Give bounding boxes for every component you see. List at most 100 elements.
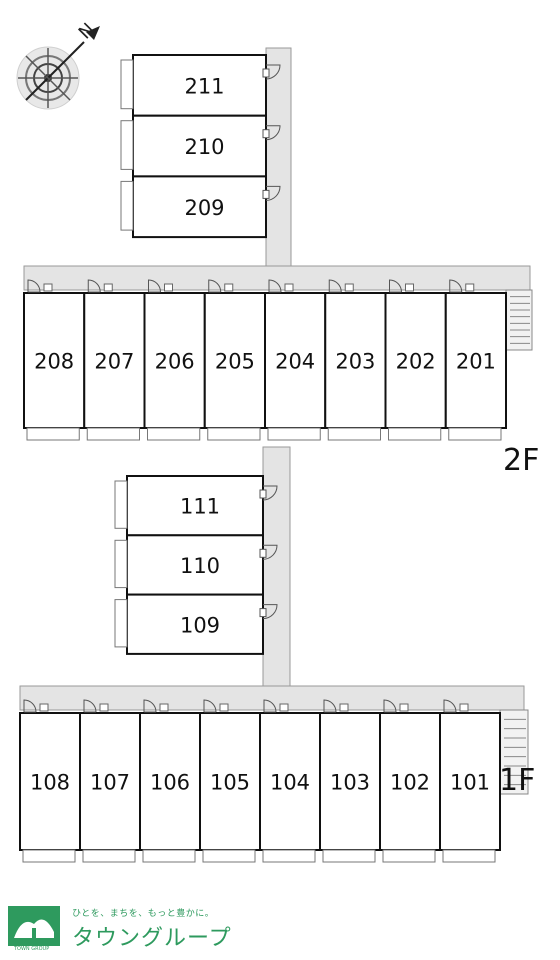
meter-box bbox=[39, 703, 49, 712]
room-number: 106 bbox=[150, 771, 190, 795]
meter-box bbox=[284, 283, 294, 292]
logo-tagline: ひとを、まちを、もっと豊かに。 bbox=[72, 909, 215, 919]
balcony bbox=[82, 849, 136, 863]
floor-label: 1F bbox=[499, 763, 535, 798]
meter-box bbox=[99, 703, 109, 712]
room-number: 201 bbox=[456, 350, 496, 374]
door-icon bbox=[23, 699, 37, 713]
meter-box bbox=[224, 283, 234, 292]
balcony bbox=[448, 427, 502, 441]
balcony bbox=[262, 849, 316, 863]
door-icon bbox=[262, 64, 281, 80]
room-203: 203 bbox=[324, 279, 387, 441]
logo-name: タウングループ bbox=[72, 926, 232, 951]
balcony bbox=[202, 849, 256, 863]
room-box bbox=[439, 712, 501, 851]
door-icon bbox=[262, 185, 281, 201]
room-box bbox=[379, 712, 441, 851]
room-202: 202 bbox=[384, 279, 447, 441]
room-number: 211 bbox=[184, 74, 224, 98]
room-207: 207 bbox=[83, 279, 146, 441]
balcony bbox=[114, 480, 128, 529]
room-number: 203 bbox=[335, 350, 375, 374]
door-icon bbox=[262, 125, 281, 141]
balcony bbox=[114, 539, 128, 589]
room-110: 110 bbox=[114, 534, 278, 596]
balcony bbox=[142, 849, 196, 863]
room-number: 101 bbox=[450, 771, 490, 795]
room-number: 209 bbox=[184, 196, 224, 220]
room-206: 206 bbox=[143, 279, 206, 441]
balcony bbox=[147, 427, 201, 441]
door-icon bbox=[259, 604, 278, 620]
room-number: 108 bbox=[30, 771, 70, 795]
door-icon bbox=[203, 699, 217, 713]
door-icon bbox=[449, 279, 463, 293]
room-number: 104 bbox=[270, 771, 310, 795]
corridor bbox=[265, 47, 292, 271]
balcony bbox=[114, 599, 128, 648]
room-103: 103 bbox=[319, 699, 381, 863]
meter-box bbox=[219, 703, 229, 712]
logo-mark-icon bbox=[8, 906, 60, 946]
room-101: 101 bbox=[439, 699, 501, 863]
corridor bbox=[23, 265, 531, 291]
corridor bbox=[262, 446, 291, 691]
compass-label: N bbox=[75, 19, 99, 43]
room-box bbox=[83, 292, 146, 429]
meter-box bbox=[103, 283, 113, 292]
door-icon bbox=[443, 699, 457, 713]
room-number: 110 bbox=[180, 554, 220, 578]
meter-box bbox=[164, 283, 173, 292]
balcony bbox=[207, 427, 261, 441]
room-box bbox=[143, 292, 206, 429]
room-201: 201 bbox=[444, 279, 507, 441]
room-number: 206 bbox=[155, 350, 195, 374]
meter-box bbox=[344, 283, 354, 292]
room-box bbox=[199, 712, 261, 851]
room-number: 111 bbox=[180, 495, 220, 519]
door-icon bbox=[83, 699, 97, 713]
door-icon bbox=[389, 279, 402, 293]
door-icon bbox=[87, 279, 101, 293]
door-icon bbox=[143, 699, 157, 713]
door-icon bbox=[268, 279, 282, 293]
room-number: 210 bbox=[184, 135, 224, 159]
door-icon bbox=[323, 699, 337, 713]
room-box bbox=[384, 292, 447, 429]
door-icon bbox=[328, 279, 342, 293]
room-210: 210 bbox=[120, 114, 281, 178]
room-209: 209 bbox=[120, 175, 281, 239]
meter-box bbox=[399, 703, 409, 712]
balcony bbox=[322, 849, 376, 863]
room-number: 205 bbox=[215, 350, 255, 374]
meter-box bbox=[159, 703, 169, 712]
room-number: 204 bbox=[275, 350, 315, 374]
balcony bbox=[120, 180, 134, 231]
room-109: 109 bbox=[114, 593, 278, 655]
room-box bbox=[444, 292, 507, 429]
balcony bbox=[26, 427, 80, 441]
compass-icon: N bbox=[16, 19, 100, 110]
room-102: 102 bbox=[379, 699, 441, 863]
room-105: 105 bbox=[199, 699, 261, 863]
door-icon bbox=[148, 279, 161, 293]
room-106: 106 bbox=[139, 699, 201, 863]
door-icon bbox=[27, 279, 41, 293]
room-211: 211 bbox=[120, 54, 281, 117]
meter-box bbox=[43, 283, 53, 292]
room-111: 111 bbox=[114, 475, 278, 537]
room-number: 208 bbox=[34, 350, 74, 374]
meter-box bbox=[405, 283, 414, 292]
balcony bbox=[382, 849, 436, 863]
balcony bbox=[120, 120, 134, 170]
meter-box bbox=[279, 703, 289, 712]
room-box bbox=[79, 712, 141, 851]
room-204: 204 bbox=[264, 279, 327, 441]
room-number: 102 bbox=[390, 771, 430, 795]
balcony bbox=[388, 427, 442, 441]
door-icon bbox=[383, 699, 397, 713]
door-icon bbox=[259, 485, 278, 501]
